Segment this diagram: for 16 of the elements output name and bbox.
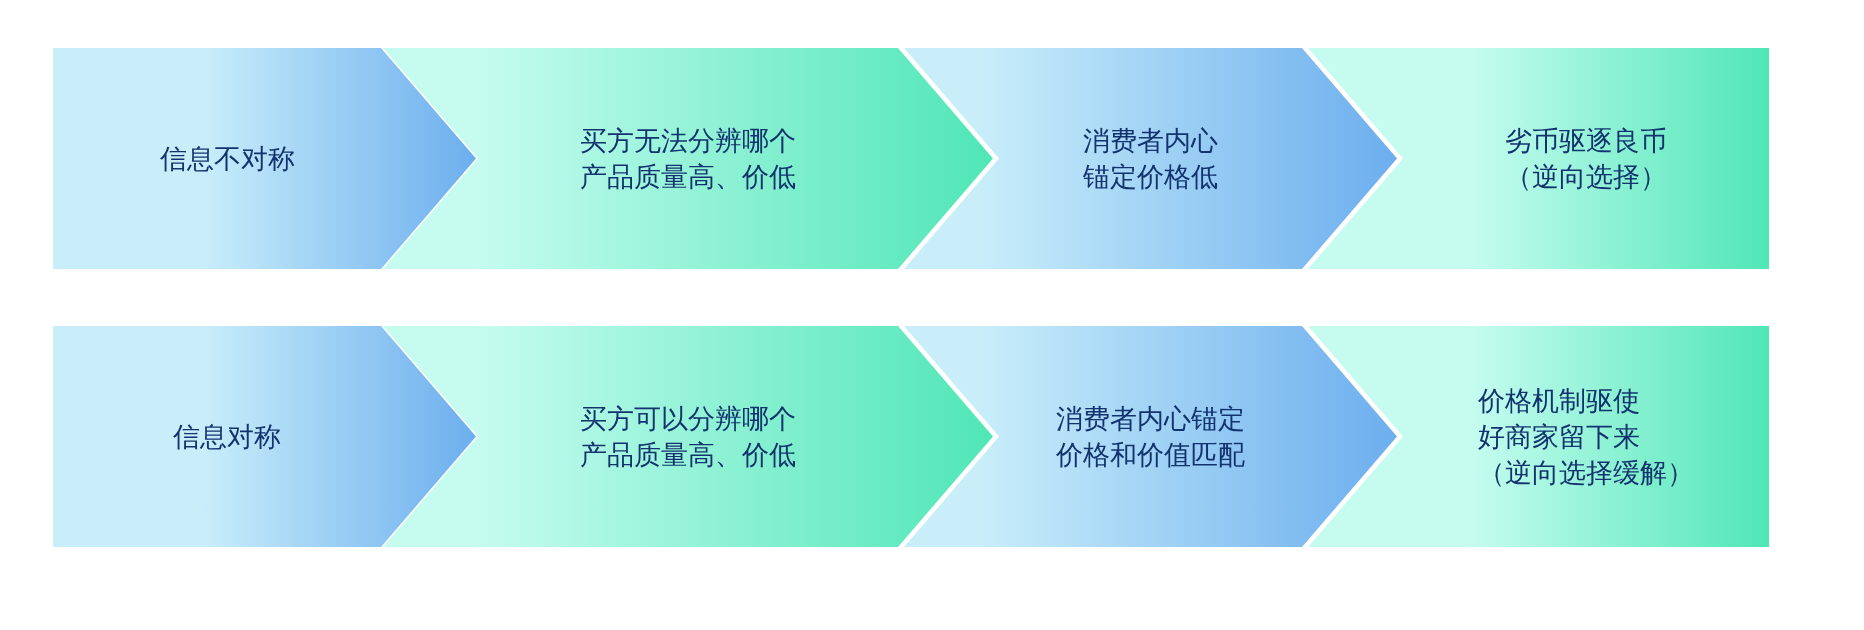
step-label: 买方可以分辨哪个产品质量高、价低 xyxy=(580,401,796,472)
step-label: 劣币驱逐良币（逆向选择） xyxy=(1505,123,1667,194)
step-label: 消费者内心锚定价格低 xyxy=(1083,123,1218,194)
step-label: 消费者内心锚定价格和价值匹配 xyxy=(1056,401,1245,472)
chevron-step xyxy=(1308,48,1769,269)
chevron-step xyxy=(904,326,1397,547)
chevron-step xyxy=(904,48,1397,269)
chevron-step xyxy=(383,326,993,547)
chevron-step xyxy=(53,326,476,547)
step-label: 买方无法分辨哪个产品质量高、价低 xyxy=(580,123,796,194)
step-label: 价格机制驱使好商家留下来（逆向选择缓解） xyxy=(1478,383,1694,490)
chevron-step xyxy=(53,48,476,269)
chevron-step xyxy=(383,48,993,269)
chevron-step xyxy=(1308,326,1769,547)
step-label: 信息不对称 xyxy=(159,141,295,176)
step-label: 信息对称 xyxy=(173,419,281,454)
